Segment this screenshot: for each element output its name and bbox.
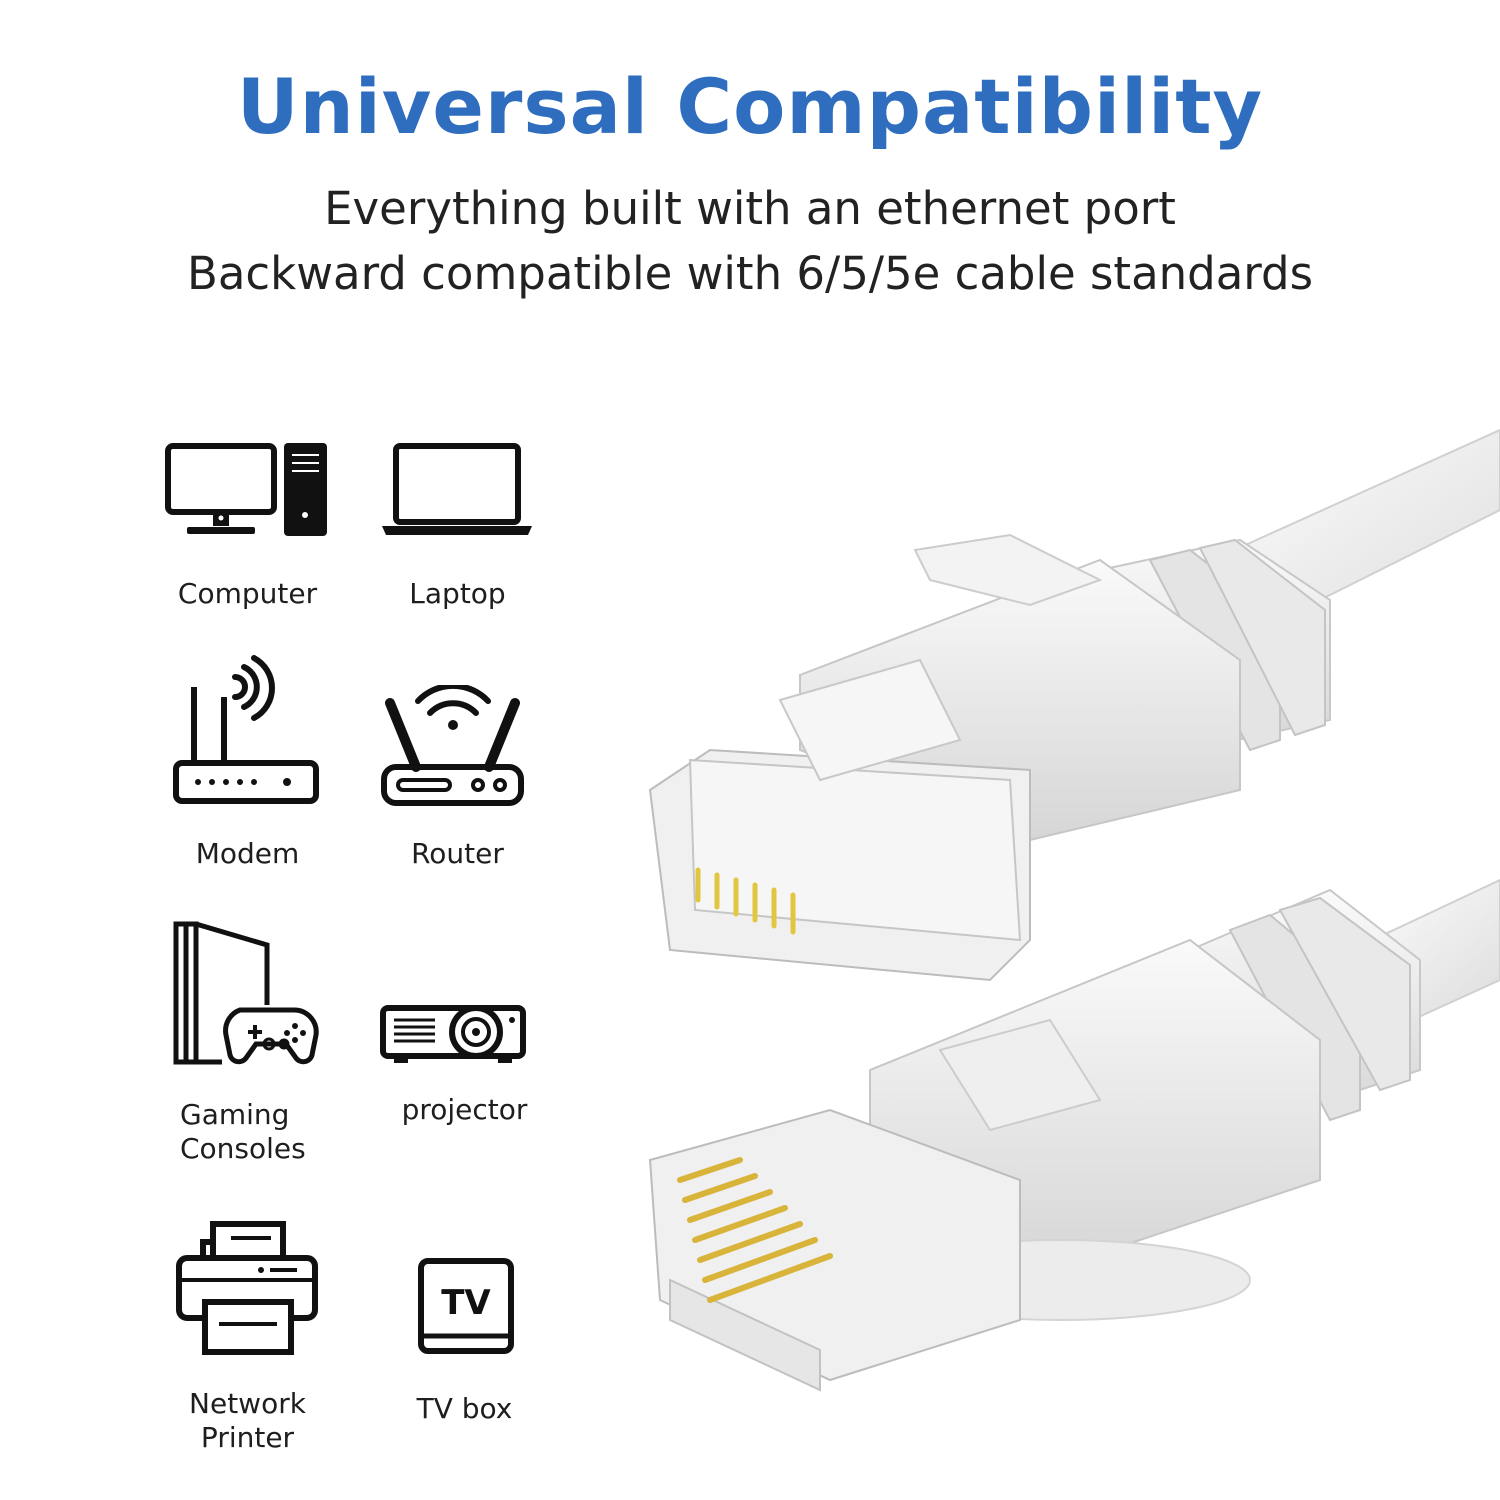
- device-label-computer: Computer: [177, 577, 318, 610]
- device-label-tv-box: TV box: [416, 1392, 513, 1425]
- game-console-icon: [173, 921, 319, 1065]
- subtitle-line-2: Backward compatible with 6/5/5e cable st…: [186, 247, 1314, 300]
- device-label-laptop: Laptop: [409, 577, 506, 610]
- device-label-network-printer: Network Printer: [189, 1387, 306, 1454]
- router-icon: [381, 685, 524, 806]
- laptop-icon: [382, 443, 532, 535]
- desktop-computer-icon: [165, 443, 327, 536]
- tv-icon-text: TV: [441, 1283, 491, 1323]
- subtitle-line-1: Everything built with an ethernet port: [324, 182, 1176, 235]
- device-label-gaming-consoles: Gaming Consoles: [180, 1098, 306, 1165]
- ethernet-cable-illustration: [648, 428, 1500, 1392]
- device-label-projector: projector: [401, 1093, 528, 1126]
- page-title: Universal Compatibility: [236, 62, 1264, 151]
- projector-icon: [380, 1005, 526, 1063]
- tv-box-icon: TV: [418, 1258, 514, 1354]
- device-label-modem: Modem: [195, 837, 300, 870]
- device-label-router: Router: [411, 837, 504, 870]
- printer-icon: [176, 1221, 318, 1355]
- modem-icon: [173, 655, 319, 804]
